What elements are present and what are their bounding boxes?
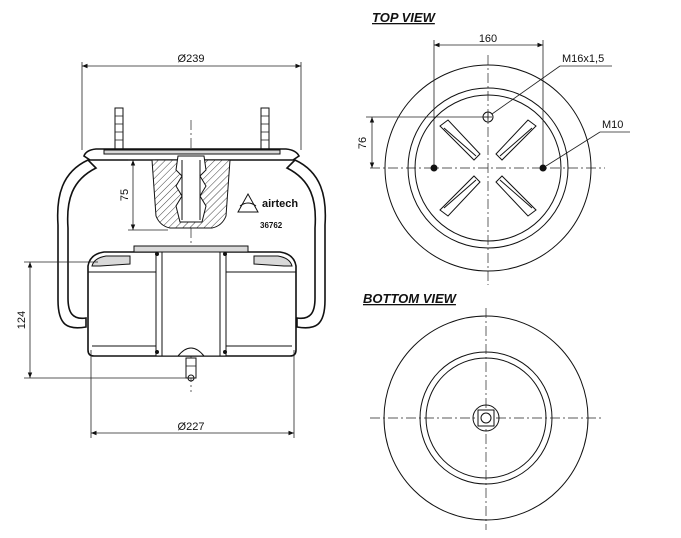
dim-bottom-diameter: Ø227 <box>178 421 205 433</box>
plate-ribs <box>439 119 537 217</box>
brand-logo: airtech 36762 <box>237 192 298 230</box>
callout-center-stud: M16x1,5 <box>562 53 604 65</box>
stud-right <box>260 107 270 153</box>
bottom-view: BOTTOM VIEW <box>363 291 602 530</box>
bottom-bolt <box>185 357 197 379</box>
dim-offset: 76 <box>357 137 369 149</box>
dim-bolt-spacing: 160 <box>479 33 497 45</box>
callout-side-studs: M10 <box>602 119 623 131</box>
piston <box>87 245 297 382</box>
piston-top-cap <box>133 245 249 253</box>
dim-height-124: 124 <box>16 311 28 329</box>
bottom-nut-hole <box>480 412 492 424</box>
dim-top-diameter: Ø239 <box>178 53 205 65</box>
center-stud-hole <box>482 111 494 123</box>
top-view: TOP VIEW 160 76 M16x1,5 M10 <box>357 10 630 285</box>
dim-height-75: 75 <box>119 189 131 201</box>
part-number: 36762 <box>260 221 283 230</box>
side-studs <box>114 107 270 153</box>
side-view: Ø239 75 <box>16 53 327 438</box>
bellow-left-wall <box>56 159 98 329</box>
bottom-nut-outer <box>472 404 500 432</box>
bellow-right-wall <box>285 159 327 329</box>
side-stud-right <box>539 164 547 172</box>
logo-triangle-icon <box>237 192 259 213</box>
top-view-title: TOP VIEW <box>372 10 437 25</box>
bottom-view-title: BOTTOM VIEW <box>363 291 458 306</box>
top-plate-inner <box>103 149 281 155</box>
bump-stop-insert <box>175 155 207 223</box>
piston-tube <box>155 245 227 357</box>
brand-label: airtech <box>262 198 298 210</box>
top-bead-plate <box>83 148 301 161</box>
stud-left <box>114 107 124 153</box>
side-stud-left <box>430 164 438 172</box>
bottom-nut <box>477 409 495 427</box>
